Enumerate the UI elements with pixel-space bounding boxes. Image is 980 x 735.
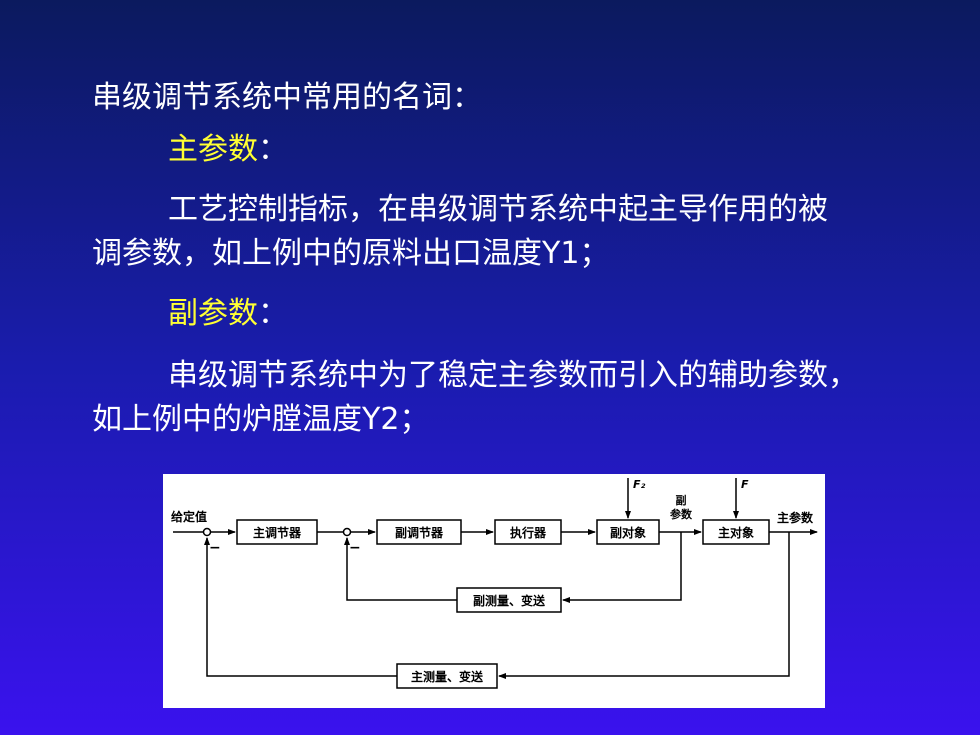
minus-sign-main: − (209, 540, 221, 556)
secondary-feedback-line (344, 537, 457, 601)
main-measure-label: 主测量、变送 (411, 669, 484, 684)
term-main-parameter-label: 主参数 (168, 132, 258, 167)
block-diagram-svg: 给定值 − − 主调节器 副调节器 执行器 副对象 主对象 F₂ F 副 参数 … (171, 478, 818, 689)
term-secondary-parameter-label: 副参数 (168, 296, 258, 331)
secondary-param-label-2: 参数 (670, 507, 693, 521)
secondary-object-label: 副对象 (610, 525, 646, 540)
actuator-label: 执行器 (510, 525, 547, 540)
secondary-controller-label: 副调节器 (395, 525, 444, 540)
cascade-control-diagram: 给定值 − − 主调节器 副调节器 执行器 副对象 主对象 F₂ F 副 参数 … (163, 474, 825, 708)
term-colon: ： (258, 132, 288, 167)
summing-junction-main (202, 527, 212, 537)
summing-junction-secondary (342, 527, 352, 537)
main-feedback-line (204, 537, 397, 677)
setpoint-label: 给定值 (171, 509, 207, 524)
secondary-measure-label: 副测量、变送 (473, 593, 546, 608)
minus-sign-secondary: − (349, 540, 361, 556)
term-secondary-parameter: 副参数： (168, 296, 288, 332)
definition-main-line-1: 工艺控制指标，在串级调节系统中起主导作用的被 (168, 192, 828, 227)
secondary-param-label-1: 副 (676, 493, 687, 507)
definition-secondary-line-1: 串级调节系统中为了稳定主参数而引入的辅助参数， (168, 358, 858, 393)
main-controller-label: 主调节器 (253, 525, 302, 540)
term-colon: ： (258, 296, 288, 331)
disturbance-f-label: F (741, 478, 749, 491)
definition-secondary-line-2: 如上例中的炉膛温度Y2； (92, 402, 430, 437)
term-main-parameter: 主参数： (168, 132, 288, 168)
secondary-feedback-line (562, 532, 682, 603)
main-param-label: 主参数 (777, 510, 814, 525)
heading: 串级调节系统中常用的名词： (92, 80, 482, 115)
main-feedback-line (498, 532, 790, 679)
disturbance-f2-label: F₂ (633, 478, 646, 491)
definition-main-line-2: 调参数，如上例中的原料出口温度Y1； (92, 236, 610, 271)
main-object-label: 主对象 (718, 525, 754, 540)
